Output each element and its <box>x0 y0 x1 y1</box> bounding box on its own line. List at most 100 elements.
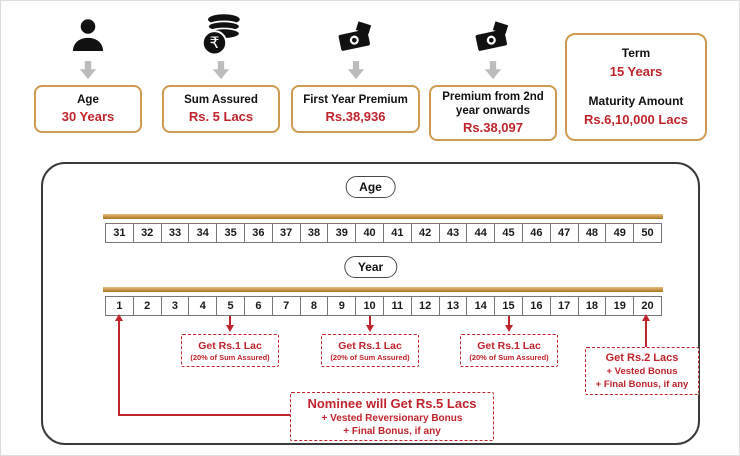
arrow-stem <box>369 316 371 326</box>
year-cell: 12 <box>410 296 440 316</box>
age-cell: 31 <box>105 223 134 243</box>
year-cell: 2 <box>132 296 162 316</box>
age-cell: 44 <box>466 223 496 243</box>
death-benefit-box: Nominee will Get Rs.5 Lacs + Vested Reve… <box>290 392 494 441</box>
renewal-premium-info-box: Premium from 2nd year onwards Rs.38,097 <box>429 85 557 141</box>
sum-assured-info-box: Sum Assured Rs. 5 Lacs <box>162 85 280 133</box>
maturity-benefit-line2: + Vested Bonus <box>606 366 678 377</box>
age-cell: 38 <box>299 223 329 243</box>
age-info-box: Age 30 Years <box>34 85 142 133</box>
year-cell: 20 <box>633 296 662 316</box>
survival-benefit-box-year5: Get Rs.1 Lac (20% of Sum Assured) <box>181 334 279 367</box>
year-cell: 15 <box>494 296 523 316</box>
death-benefit-line1: Nominee will Get Rs.5 Lacs <box>307 396 477 411</box>
arrow-stem <box>645 320 647 347</box>
year-cell: 4 <box>188 296 218 316</box>
year-cell: 13 <box>438 296 468 316</box>
age-cell: 41 <box>382 223 412 243</box>
renewal-premium-column: Premium from 2nd year onwards Rs.38,097 <box>429 7 557 141</box>
age-cell: 42 <box>410 223 440 243</box>
year-cell: 10 <box>355 296 384 316</box>
arrow-stem <box>508 316 510 326</box>
first-year-premium-label: First Year Premium <box>303 93 408 106</box>
age-cell: 33 <box>160 223 190 243</box>
survival-benefit-title: Get Rs.1 Lac <box>477 339 541 352</box>
year-cell: 1 <box>105 296 134 316</box>
age-track-bar <box>103 214 663 219</box>
survival-benefit-title: Get Rs.1 Lac <box>338 339 402 352</box>
age-cell: 47 <box>549 223 579 243</box>
survival-benefit-subtitle: (20% of Sum Assured) <box>469 352 549 362</box>
age-cell: 46 <box>521 223 551 243</box>
sum-assured-column: ₹ Sum Assured Rs. 5 Lacs <box>162 7 280 133</box>
year-cell: 6 <box>243 296 273 316</box>
age-column: Age 30 Years <box>34 7 142 133</box>
year-cell: 7 <box>271 296 301 316</box>
age-cell: 37 <box>271 223 301 243</box>
age-cell: 35 <box>216 223 245 243</box>
arrow-head <box>226 325 234 332</box>
age-axis-label: Age <box>345 176 396 198</box>
person-icon <box>69 7 107 57</box>
survival-benefit-box-year15: Get Rs.1 Lac (20% of Sum Assured) <box>460 334 558 367</box>
age-value: 30 Years <box>61 109 115 125</box>
year-cell: 17 <box>549 296 579 316</box>
survival-benefit-title: Get Rs.1 Lac <box>198 339 262 352</box>
maturity-benefit-line3: + Final Bonus, if any <box>595 379 689 390</box>
year-cell: 19 <box>605 296 635 316</box>
age-cell: 40 <box>355 223 384 243</box>
age-cell: 39 <box>327 223 357 243</box>
maturity-group: Maturity Amount Rs.6,10,000 Lacs <box>571 94 701 127</box>
arrow-head <box>115 314 123 321</box>
down-arrow-icon <box>212 57 230 85</box>
maturity-benefit-box: Get Rs.2 Lacs + Vested Bonus + Final Bon… <box>585 347 699 395</box>
arrow-head <box>366 325 374 332</box>
rupee-coins-icon: ₹ <box>198 7 244 57</box>
maturity-amount-label: Maturity Amount <box>588 94 684 109</box>
sum-assured-label: Sum Assured <box>184 93 258 106</box>
year-cell: 14 <box>466 296 496 316</box>
age-cell: 45 <box>494 223 523 243</box>
age-cell: 50 <box>633 223 662 243</box>
survival-benefit-subtitle: (20% of Sum Assured) <box>190 352 270 362</box>
sum-assured-value: Rs. 5 Lacs <box>188 109 254 125</box>
arrow-stem <box>229 316 231 326</box>
year-cell: 18 <box>577 296 607 316</box>
maturity-amount-value: Rs.6,10,000 Lacs <box>583 112 689 127</box>
maturity-benefit-line1: Get Rs.2 Lacs <box>605 352 679 364</box>
age-cell: 49 <box>605 223 635 243</box>
svg-text:₹: ₹ <box>209 33 219 52</box>
survival-benefit-subtitle: (20% of Sum Assured) <box>330 352 410 362</box>
renewal-premium-label: Premium from 2nd year onwards <box>442 91 544 117</box>
year-track-bar <box>103 287 663 292</box>
down-arrow-icon <box>347 57 365 85</box>
age-label: Age <box>77 93 99 106</box>
age-cell: 43 <box>438 223 468 243</box>
death-benefit-connector-line <box>119 414 290 416</box>
arrow-stem <box>118 320 120 416</box>
death-benefit-line2: + Vested Reversionary Bonus <box>321 413 463 424</box>
down-arrow-icon <box>79 57 97 85</box>
down-arrow-icon <box>484 57 502 85</box>
year-cell: 5 <box>216 296 245 316</box>
arrow-head <box>505 325 513 332</box>
year-cell: 8 <box>299 296 329 316</box>
age-cell: 32 <box>132 223 162 243</box>
age-cell: 48 <box>577 223 607 243</box>
age-cell: 34 <box>188 223 218 243</box>
term-group: Term 15 Years <box>571 46 701 79</box>
death-benefit-line3: + Final Bonus, if any <box>343 426 441 437</box>
renewal-premium-value: Rs.38,097 <box>463 119 523 135</box>
first-year-premium-column: First Year Premium Rs.38,936 <box>291 7 420 133</box>
first-year-premium-value: Rs.38,936 <box>325 109 386 125</box>
cash-icon <box>473 7 513 57</box>
year-cell: 16 <box>521 296 551 316</box>
year-axis-label: Year <box>343 256 398 278</box>
term-maturity-summary-box: Term 15 Years Maturity Amount Rs.6,10,00… <box>565 33 707 141</box>
year-cell: 11 <box>382 296 412 316</box>
cash-icon <box>336 7 376 57</box>
